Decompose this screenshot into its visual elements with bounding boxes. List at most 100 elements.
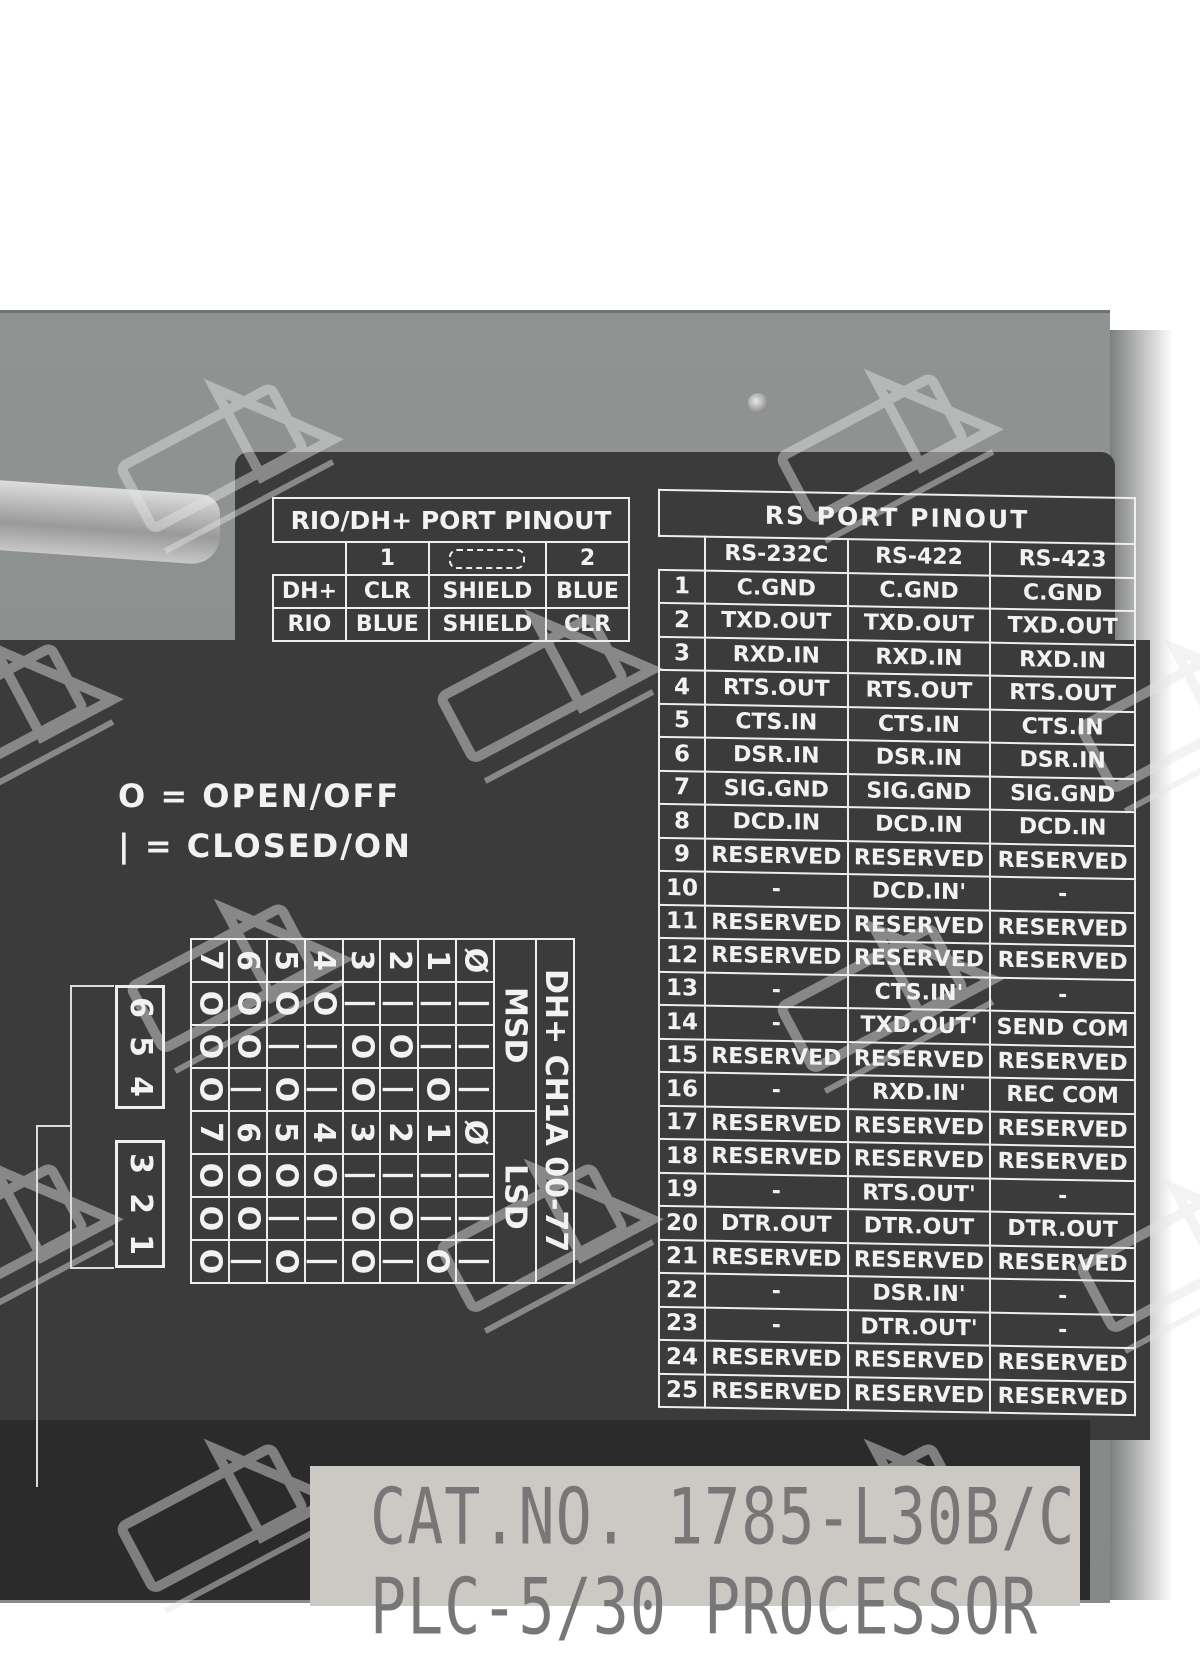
dip-digit: 1 [417,1110,458,1155]
pin-signal: SEND COM [990,1010,1135,1047]
rs-header-blank [659,535,705,571]
dip-state: | [417,1024,458,1069]
pin-signal: SIG.GND [990,776,1135,813]
dip-digit: 7 [190,1110,230,1155]
pin-signal: RESERVED [847,1142,991,1179]
rs-header-423: RS-423 [990,541,1135,578]
dip-state: O [417,1067,458,1112]
closed-state-icon: | [457,1256,493,1267]
pin-number: 24 [659,1339,705,1375]
dip-state: | [227,1067,268,1112]
closed-state-icon: | [457,1084,493,1095]
switch-number: 2 [122,1193,158,1215]
pin-signal: RESERVED [705,905,848,942]
pin-signal: SIG.GND [705,771,848,808]
open-state-icon: O [343,1033,379,1060]
pin-signal: RESERVED [705,1240,848,1277]
legend-open: O = OPEN/OFF [118,776,400,816]
pin-signal: C.GND [847,572,991,609]
open-state-icon: O [268,990,304,1017]
dip-state: | [265,1196,306,1241]
pin-signal: RESERVED [847,1108,991,1145]
open-state-icon: O [306,1162,342,1189]
dip-digit-text: 7 [192,1122,228,1143]
rs-header-422: RS-422 [847,539,991,576]
open-state-icon: O [343,1205,379,1232]
pin-signal: RESERVED [705,1039,848,1076]
dip-digit-text: Ø [457,1119,493,1146]
pin-signal: RESERVED [705,1139,848,1176]
rio-cell: CLR [545,607,630,642]
open-state-icon: O [306,990,342,1017]
pin-signal: RESERVED [847,907,991,944]
dip-state: | [379,1067,420,1112]
pin-signal: DCD.IN [847,807,991,844]
dip-digit-text: 5 [268,1122,304,1143]
legend-closed: | = CLOSED/ON [118,826,412,866]
dip-state: | [455,1239,495,1284]
open-state-icon: O [230,1205,266,1232]
dip-state: O [417,1239,458,1284]
pin-signal: DTR.OUT' [847,1309,991,1346]
pin-signal: RESERVED [990,1144,1135,1181]
pin-signal: RESERVED [990,1345,1135,1382]
dip-state: O [379,1024,420,1069]
pin-signal: RESERVED [705,938,848,975]
pin-signal: RTS.OUT' [847,1175,991,1212]
closed-state-icon: | [268,1041,304,1052]
dip-digit: 6 [227,1110,268,1155]
dip-digit: Ø [455,938,495,983]
pin-signal: - [705,871,848,908]
dip-state: O [190,1067,230,1112]
dip-state: | [455,1067,495,1112]
pin-signal: - [705,1005,848,1042]
pin-number: 5 [659,703,705,738]
switch-bracket-line [36,1125,72,1487]
closed-state-icon: | [419,998,455,1009]
dip-digit-text: 1 [419,950,455,971]
rio-cell: RIO [272,607,347,642]
pin-signal: DSR.IN [705,737,848,774]
dip-state: | [303,1196,344,1241]
dip-state: O [190,1196,230,1241]
pin-signal: RESERVED [705,1374,848,1411]
open-state-icon: O [268,1248,304,1275]
pin-signal: RTS.OUT [705,670,848,707]
closed-symbol: | [118,827,132,865]
dip-state: O [190,1153,230,1198]
pin-number: 13 [659,971,705,1006]
closed-state-icon: | [457,998,493,1009]
switch-number: 5 [122,1036,158,1058]
pin-signal: RESERVED [990,1379,1135,1416]
closed-state-icon: | [457,1041,493,1052]
open-state-icon: O [230,1033,266,1060]
pin-signal: DCD.IN [705,804,848,841]
dip-digit-text: 2 [381,1122,417,1143]
rs-table-title: RS PORT PINOUT [659,489,1135,545]
pin-number: 15 [659,1038,705,1073]
closed-state-icon: | [230,1084,266,1095]
legend-equals: = [160,777,190,815]
pin-signal: - [705,1072,848,1109]
dip-digit: 3 [341,938,382,983]
dip-digit: 2 [379,938,420,983]
rio-header-shield [427,541,548,576]
pin-signal: DCD.IN' [847,874,991,911]
dip-digit-text: 4 [306,1122,342,1143]
pin-signal: TXD.OUT [847,606,991,643]
rio-cell: SHIELD [427,607,548,642]
pin-number: 21 [659,1239,705,1274]
dip-state: | [417,981,458,1026]
pin-signal: TXD.OUT [705,603,848,640]
pin-signal: REC COM [990,1077,1135,1114]
open-state-icon: O [419,1248,455,1275]
dip-switch-row: O|O|O|O| [190,1239,574,1284]
pin-signal: - [705,1173,848,1210]
